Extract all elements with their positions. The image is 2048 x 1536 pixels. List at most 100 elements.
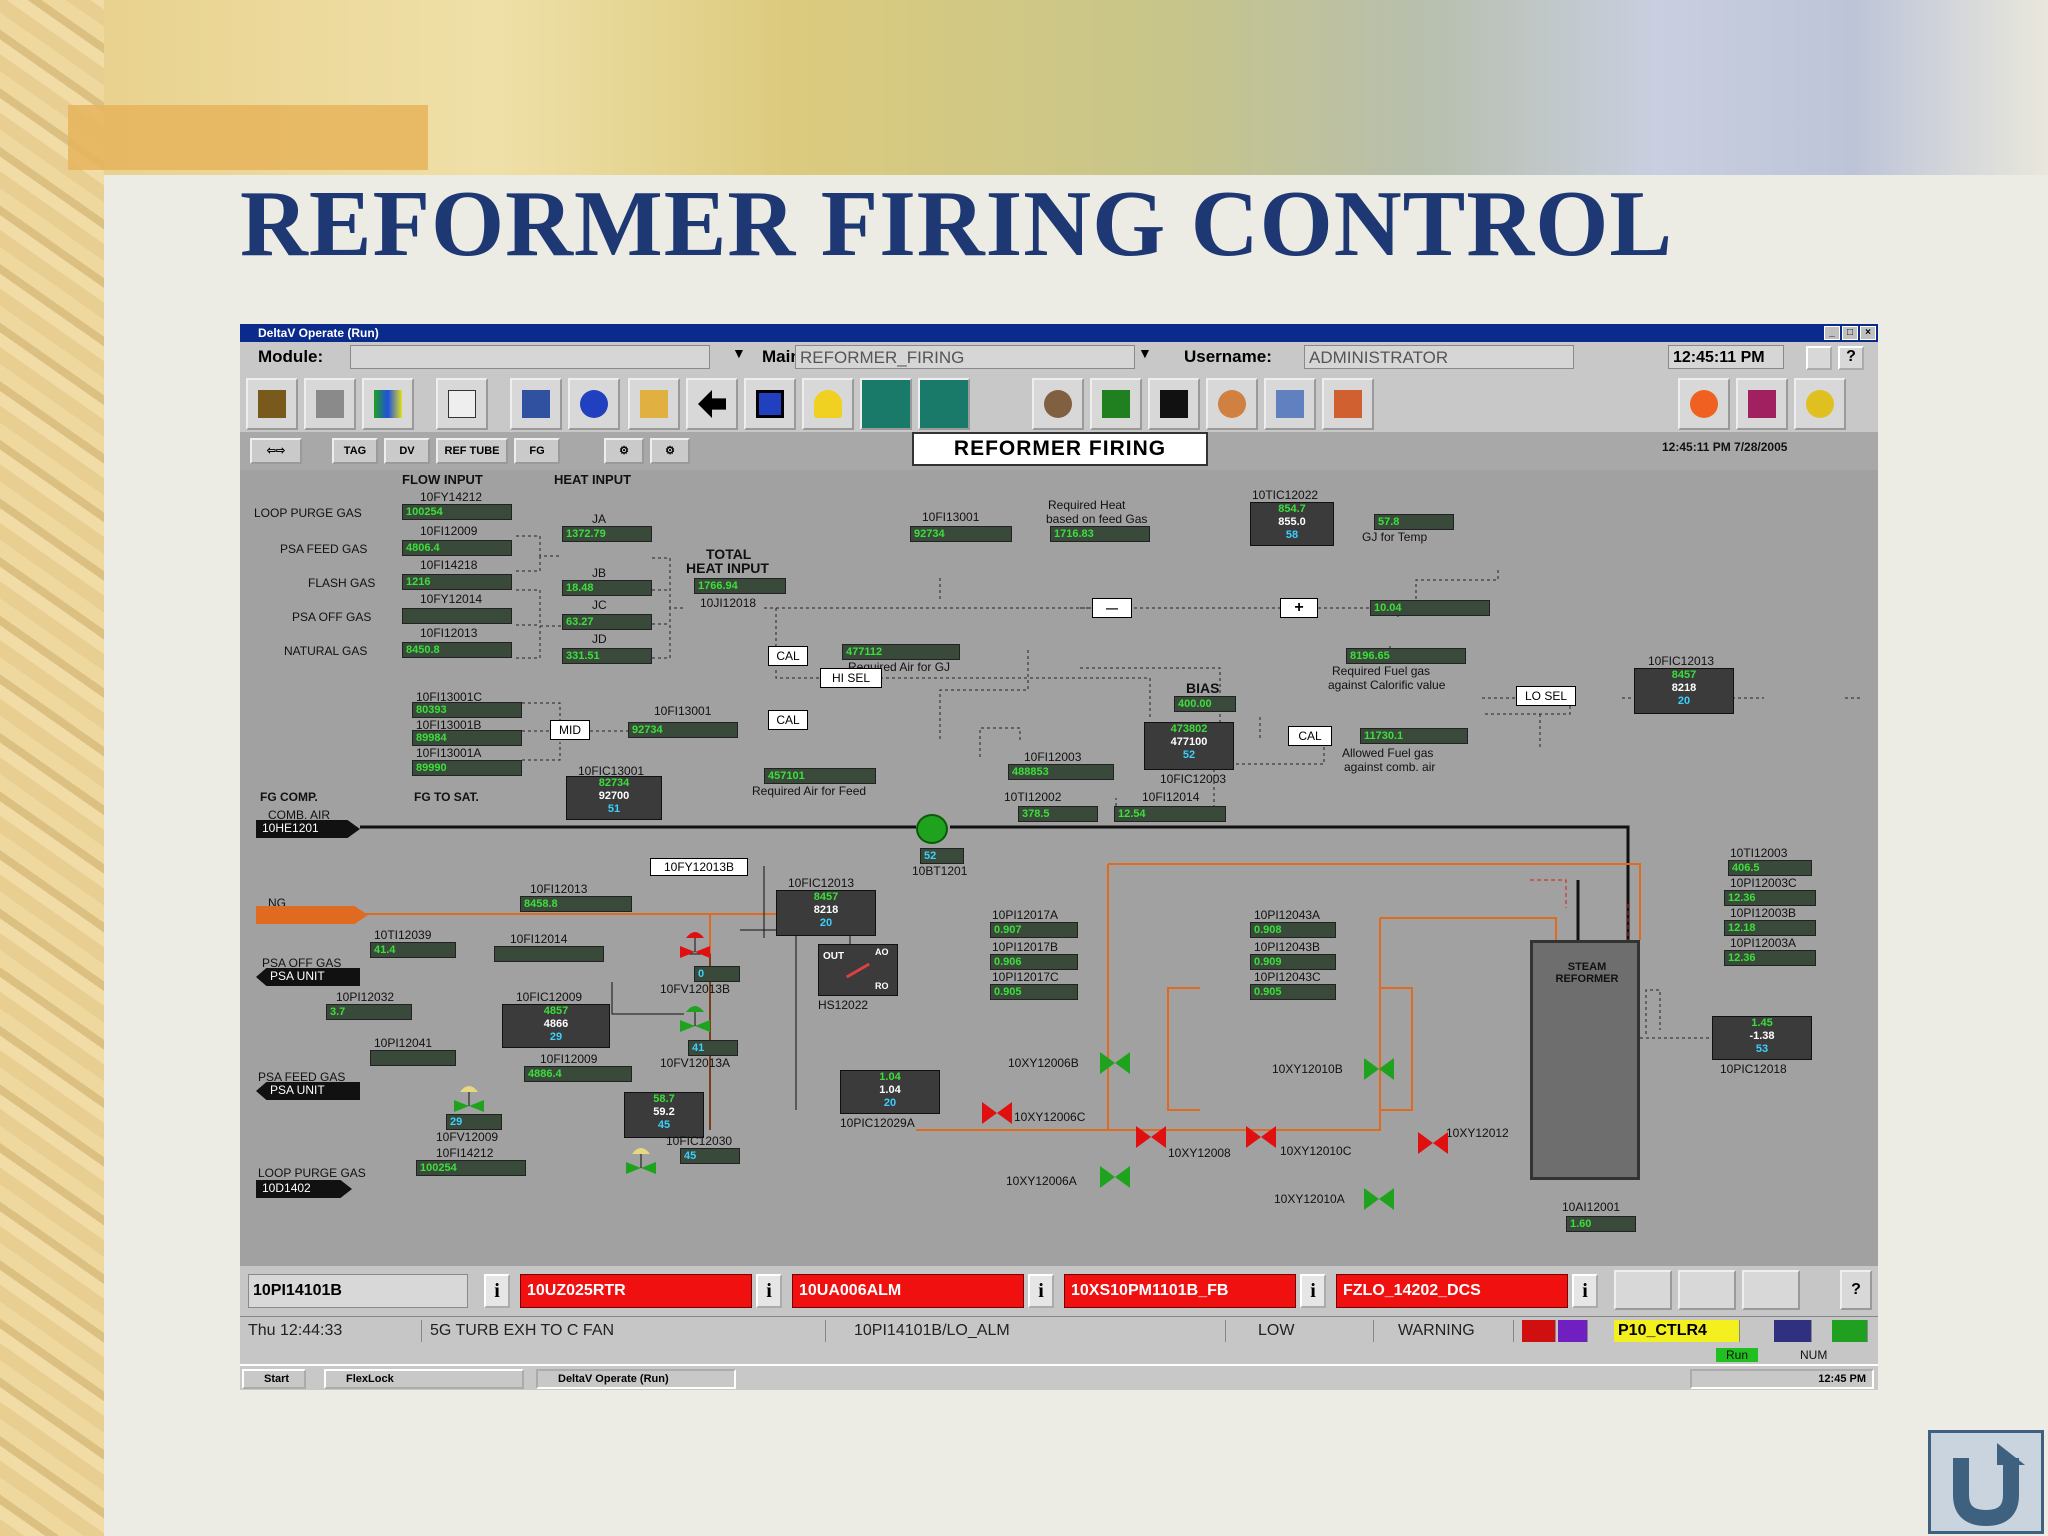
palette-icon[interactable]	[1794, 378, 1846, 430]
xy12006a-valve-icon[interactable]	[1100, 1160, 1130, 1194]
return-icon[interactable]	[1928, 1430, 2044, 1534]
xy12010c-valve-icon[interactable]	[1246, 1120, 1276, 1154]
value-ti12003[interactable]: 406.5	[1728, 860, 1812, 876]
value-p17a[interactable]: 0.907	[990, 922, 1078, 938]
value-fi13001[interactable]: 92734	[910, 526, 1012, 542]
value-p43a[interactable]: 0.908	[1250, 922, 1336, 938]
hi-sel-block[interactable]: HI SEL	[820, 668, 882, 688]
back-arrow-icon[interactable]	[686, 378, 738, 430]
layout-icon[interactable]	[510, 378, 562, 430]
value-ti12002[interactable]: 378.5	[1018, 806, 1098, 822]
page-1-button[interactable]: ⚙	[604, 438, 644, 464]
speaker-icon[interactable]	[1742, 1270, 1800, 1310]
diagnostics-icon[interactable]	[1206, 378, 1258, 430]
page-2-button[interactable]: ⚙	[650, 438, 690, 464]
value-lp[interactable]: 100254	[402, 504, 512, 520]
refresh-icon[interactable]	[568, 378, 620, 430]
value-ng[interactable]: 8450.8	[402, 642, 512, 658]
tag-button[interactable]: TAG	[332, 438, 378, 464]
fg-button[interactable]: FG	[514, 438, 560, 464]
value-p3a[interactable]: 12.36	[1724, 950, 1816, 966]
value-total-heat[interactable]: 1766.94	[694, 578, 786, 594]
hs12022-switch[interactable]: OUT AO RO	[818, 944, 898, 996]
fv12013a-valve-icon[interactable]	[680, 1000, 710, 1034]
value-13001a[interactable]: 89990	[412, 760, 522, 776]
he1201-tag[interactable]: 10HE1201	[256, 820, 360, 838]
xy12012-valve-icon[interactable]	[1418, 1126, 1448, 1160]
value-po[interactable]	[402, 608, 512, 624]
info-icon[interactable]: i	[756, 1274, 782, 1308]
value-pi12032[interactable]: 3.7	[326, 1004, 412, 1020]
psa-unit-tag[interactable]: PSA UNIT	[256, 968, 360, 986]
help-icon[interactable]: ?	[1840, 1270, 1872, 1310]
cal-block-3[interactable]: CAL	[1288, 726, 1332, 746]
module-field[interactable]	[350, 345, 710, 369]
value-fi12013[interactable]: 8458.8	[520, 896, 632, 912]
value-req-air-gj[interactable]: 477112	[842, 644, 960, 660]
value-p17b[interactable]: 0.906	[990, 954, 1078, 970]
alarm-status-icon[interactable]	[1522, 1320, 1556, 1342]
value-p3b[interactable]: 12.18	[1724, 920, 1816, 936]
acknowledge-icon[interactable]	[1614, 1270, 1672, 1310]
value-req-fuel[interactable]: 8196.65	[1346, 648, 1466, 664]
value-fic30[interactable]: 45	[680, 1148, 740, 1164]
fv12009-valve-icon[interactable]	[454, 1080, 484, 1114]
subtract-block[interactable]: —	[1092, 598, 1132, 618]
network-icon[interactable]	[1264, 378, 1316, 430]
taskbar-deltav[interactable]: DeltaV Operate (Run)	[536, 1369, 736, 1389]
value-bt1201[interactable]: 52	[920, 848, 964, 864]
trend-panel-icon[interactable]	[860, 378, 912, 430]
steam-reformer[interactable]: STEAM REFORMER	[1530, 940, 1640, 1180]
value-13001b[interactable]: 89984	[412, 730, 522, 746]
value-fi12009b[interactable]: 4886.4	[524, 1066, 632, 1082]
info-icon[interactable]: i	[1300, 1274, 1326, 1308]
fic12030-valve-icon[interactable]	[626, 1142, 656, 1176]
print-icon[interactable]	[304, 378, 356, 430]
alarm-2[interactable]: 10UA006ALM	[792, 1274, 1024, 1308]
controller-status[interactable]: P10_CTLR4	[1614, 1320, 1740, 1342]
value-p43c[interactable]: 0.905	[1250, 984, 1336, 1000]
selected-tag[interactable]: 10PI14101B	[248, 1274, 468, 1308]
alarm-4[interactable]: FZLO_14202_DCS	[1336, 1274, 1568, 1308]
value-p43b[interactable]: 0.909	[1250, 954, 1336, 970]
ref-tube-button[interactable]: REF TUBE	[436, 438, 508, 464]
add-block[interactable]: +	[1280, 598, 1318, 618]
trend-panel-icon-2[interactable]	[918, 378, 970, 430]
value-jd[interactable]: 331.51	[562, 648, 652, 664]
prev-next-buttons[interactable]: ⇦⇨	[250, 438, 302, 464]
chevron-down-icon[interactable]: ▼	[1138, 345, 1152, 361]
value-fl[interactable]: 1216	[402, 574, 512, 590]
mid-block[interactable]: MID	[550, 720, 590, 740]
value-allowed-fuel[interactable]: 11730.1	[1360, 728, 1468, 744]
book-icon[interactable]	[1736, 378, 1788, 430]
value-bias[interactable]: 400.00	[1174, 696, 1236, 712]
color-bar-icon[interactable]	[362, 378, 414, 430]
value-req-air-feed[interactable]: 457101	[764, 768, 876, 784]
info-icon[interactable]: i	[484, 1274, 510, 1308]
value-ai12001[interactable]: 1.60	[1566, 1216, 1636, 1232]
value-ja[interactable]: 1372.79	[562, 526, 652, 542]
maximize-button[interactable]: □	[1842, 326, 1858, 340]
value-sum[interactable]: 10.04	[1370, 600, 1490, 616]
value-gj-temp[interactable]: 57.8	[1374, 514, 1454, 530]
alarm-1[interactable]: 10UZ025RTR	[520, 1274, 752, 1308]
dv-button[interactable]: DV	[384, 438, 430, 464]
document-icon[interactable]	[436, 378, 488, 430]
users-icon[interactable]	[1032, 378, 1084, 430]
value-fv12009[interactable]: 29	[446, 1114, 502, 1130]
value-fv13b[interactable]: 0	[694, 966, 740, 982]
user-icon[interactable]	[1806, 346, 1832, 370]
value-mid-out[interactable]: 92734	[628, 722, 738, 738]
controller-icon[interactable]	[1774, 1320, 1812, 1342]
alarm-status-icon-2[interactable]	[1558, 1320, 1588, 1342]
fy12013b-label[interactable]: 10FY12013B	[650, 858, 748, 876]
exit-icon[interactable]	[246, 378, 298, 430]
alarm-3[interactable]: 10XS10PM1101B_FB	[1064, 1274, 1296, 1308]
value-p3c[interactable]: 12.36	[1724, 890, 1816, 906]
